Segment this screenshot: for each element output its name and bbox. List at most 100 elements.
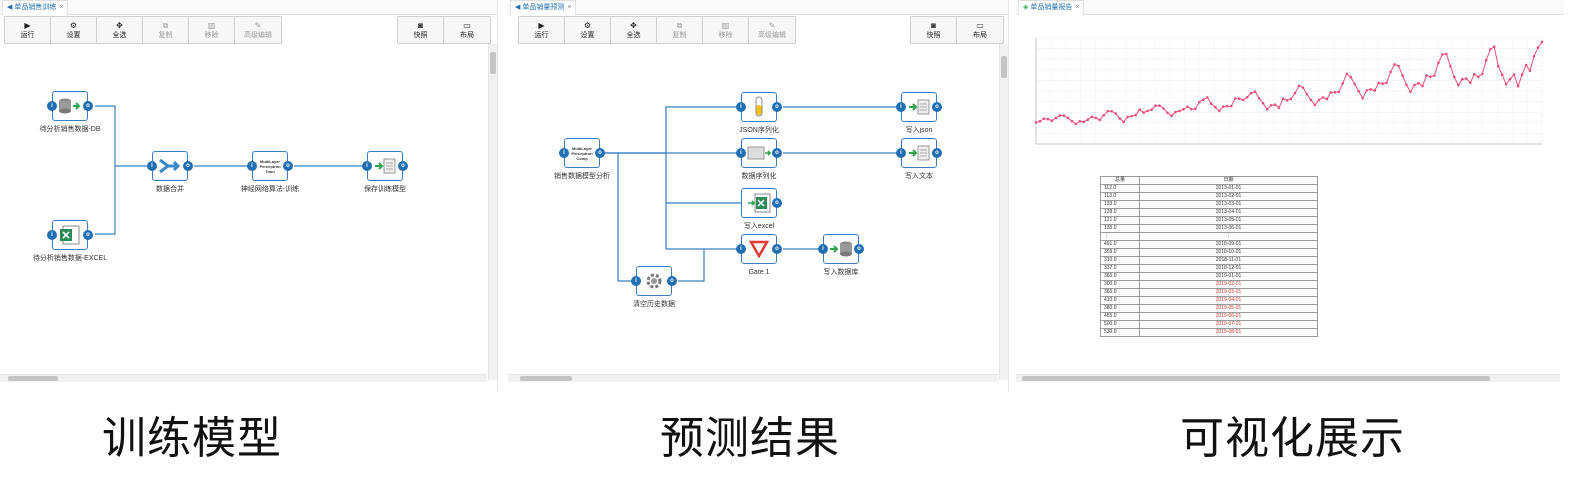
remove-button[interactable]: ▥移除 <box>189 17 235 43</box>
node-write-db[interactable]: i o <box>818 234 864 264</box>
node-write-json[interactable]: i o <box>896 92 942 122</box>
cell-date: 2013-04-01 <box>1139 208 1318 217</box>
input-port[interactable]: i <box>896 102 906 112</box>
vertical-scrollbar[interactable] <box>488 44 497 380</box>
run-button[interactable]: ▶运行 <box>5 17 51 43</box>
output-port[interactable]: o <box>772 198 782 208</box>
node-label-excel: 写入excel <box>743 223 775 230</box>
output-port[interactable]: o <box>667 276 677 286</box>
vertical-scrollbar[interactable] <box>999 44 1008 380</box>
input-port[interactable]: i <box>362 161 372 171</box>
scroll-thumb[interactable] <box>490 52 496 74</box>
node-data-serialize[interactable]: i o <box>736 138 782 168</box>
output-port[interactable]: o <box>183 161 193 171</box>
select-all-button[interactable]: ✥全选 <box>97 17 143 43</box>
data-point <box>1385 81 1388 84</box>
copy-icon: ⧉ <box>162 20 169 30</box>
horizontal-scrollbar[interactable] <box>508 374 998 382</box>
data-point <box>1401 74 1404 77</box>
flow-canvas[interactable]: i MultiLayer Perceptron Comp o 销售数据模型分析 … <box>508 44 1008 392</box>
wire-clean-gate <box>678 249 705 282</box>
node-model-analysis[interactable]: i MultiLayer Perceptron Comp o <box>559 138 605 168</box>
input-port[interactable]: i <box>818 244 828 254</box>
output-port[interactable]: o <box>398 161 408 171</box>
layout-button[interactable]: ▭布局 <box>957 17 1003 43</box>
input-port[interactable]: i <box>631 276 641 286</box>
input-port[interactable]: i <box>736 148 746 158</box>
data-point <box>1130 114 1133 118</box>
output-port[interactable]: o <box>283 161 293 171</box>
input-port[interactable]: i <box>247 161 257 171</box>
output-port[interactable]: o <box>932 102 942 112</box>
settings-button[interactable]: ⚙设置 <box>51 17 97 43</box>
node-gate[interactable]: i o <box>736 234 782 264</box>
output-port[interactable]: o <box>772 148 782 158</box>
close-icon[interactable]: × <box>567 4 572 11</box>
tab-predict[interactable]: ◀ 单品销量预测× <box>510 0 577 15</box>
mlp-train-text: MultiLayer Perceptron Train <box>259 158 281 174</box>
layout-label: 布局 <box>973 31 987 39</box>
input-port[interactable]: i <box>736 244 746 254</box>
settings-button[interactable]: ⚙设置 <box>565 17 611 43</box>
layout-button[interactable]: ▭布局 <box>444 17 490 43</box>
close-icon[interactable]: × <box>1075 4 1080 11</box>
node-write-excel[interactable]: o <box>741 188 782 218</box>
output-port[interactable]: o <box>772 244 782 254</box>
data-point <box>1313 103 1317 107</box>
select-all-label: 全选 <box>112 31 127 39</box>
select-all-button[interactable]: ✥全选 <box>611 17 657 43</box>
copy-button[interactable]: ⧉复制 <box>143 17 189 43</box>
input-port[interactable]: i <box>736 102 746 112</box>
data-point <box>1198 100 1201 104</box>
advanced-edit-button[interactable]: ✎高级编辑 <box>749 17 795 43</box>
input-port[interactable]: i <box>559 148 569 158</box>
node-merge[interactable]: i o <box>147 151 193 181</box>
output-port[interactable]: o <box>772 102 782 112</box>
output-port[interactable]: o <box>595 148 605 158</box>
node-json-serialize[interactable]: i o <box>736 92 782 122</box>
cell-date: 2019-06-01 <box>1139 312 1318 321</box>
node-clean-history[interactable]: i o <box>631 266 677 296</box>
node-excel-source[interactable]: i o <box>47 220 93 250</box>
gear-icon: ⚙ <box>583 20 592 30</box>
data-point <box>1285 99 1289 102</box>
input-port[interactable]: i <box>47 101 57 111</box>
output-port[interactable]: o <box>83 230 93 240</box>
input-port[interactable]: i <box>147 161 157 171</box>
data-point <box>1421 84 1424 88</box>
node-mlp-train[interactable]: i MultiLayer Perceptron Train o <box>247 151 293 181</box>
flow-canvas[interactable]: i o 待分析销售数据-DB i o 待分析销售数据-EXCEL i o 数据合… <box>0 44 497 392</box>
cell-total: 113.0 <box>1100 192 1140 201</box>
copy-button[interactable]: ⧉复制 <box>657 17 703 43</box>
tab-train[interactable]: ◀ 单品销售训练× <box>2 0 69 15</box>
tab-report[interactable]: ◈ 单品销量报告× <box>1018 0 1085 15</box>
data-point <box>1277 106 1281 110</box>
scroll-thumb[interactable] <box>8 376 58 381</box>
advanced-label: 高级编辑 <box>758 31 786 39</box>
data-point <box>1305 92 1309 96</box>
output-port[interactable]: o <box>854 244 864 254</box>
output-port[interactable]: o <box>83 101 93 111</box>
scroll-thumb[interactable] <box>520 376 572 381</box>
node-save-model[interactable]: i o <box>362 151 408 181</box>
data-point <box>1333 90 1337 94</box>
scroll-thumb[interactable] <box>1022 376 1490 381</box>
run-button[interactable]: ▶运行 <box>519 17 565 43</box>
input-port[interactable]: i <box>47 230 57 240</box>
node-write-text[interactable]: i o <box>896 138 942 168</box>
play-icon: ▶ <box>24 20 31 30</box>
horizontal-scrollbar[interactable] <box>0 374 487 382</box>
snapshot-button[interactable]: ◙快照 <box>398 17 444 43</box>
output-port[interactable]: o <box>932 148 942 158</box>
close-icon[interactable]: × <box>59 4 64 11</box>
data-point <box>1425 74 1428 77</box>
input-port[interactable]: i <box>896 148 906 158</box>
snapshot-button[interactable]: ◙快照 <box>911 17 957 43</box>
horizontal-scrollbar[interactable] <box>1016 374 1560 382</box>
node-db-source[interactable]: i o <box>47 91 93 121</box>
remove-button[interactable]: ▥移除 <box>703 17 749 43</box>
scroll-thumb[interactable] <box>1001 56 1007 78</box>
advanced-edit-button[interactable]: ✎高级编辑 <box>235 17 281 43</box>
